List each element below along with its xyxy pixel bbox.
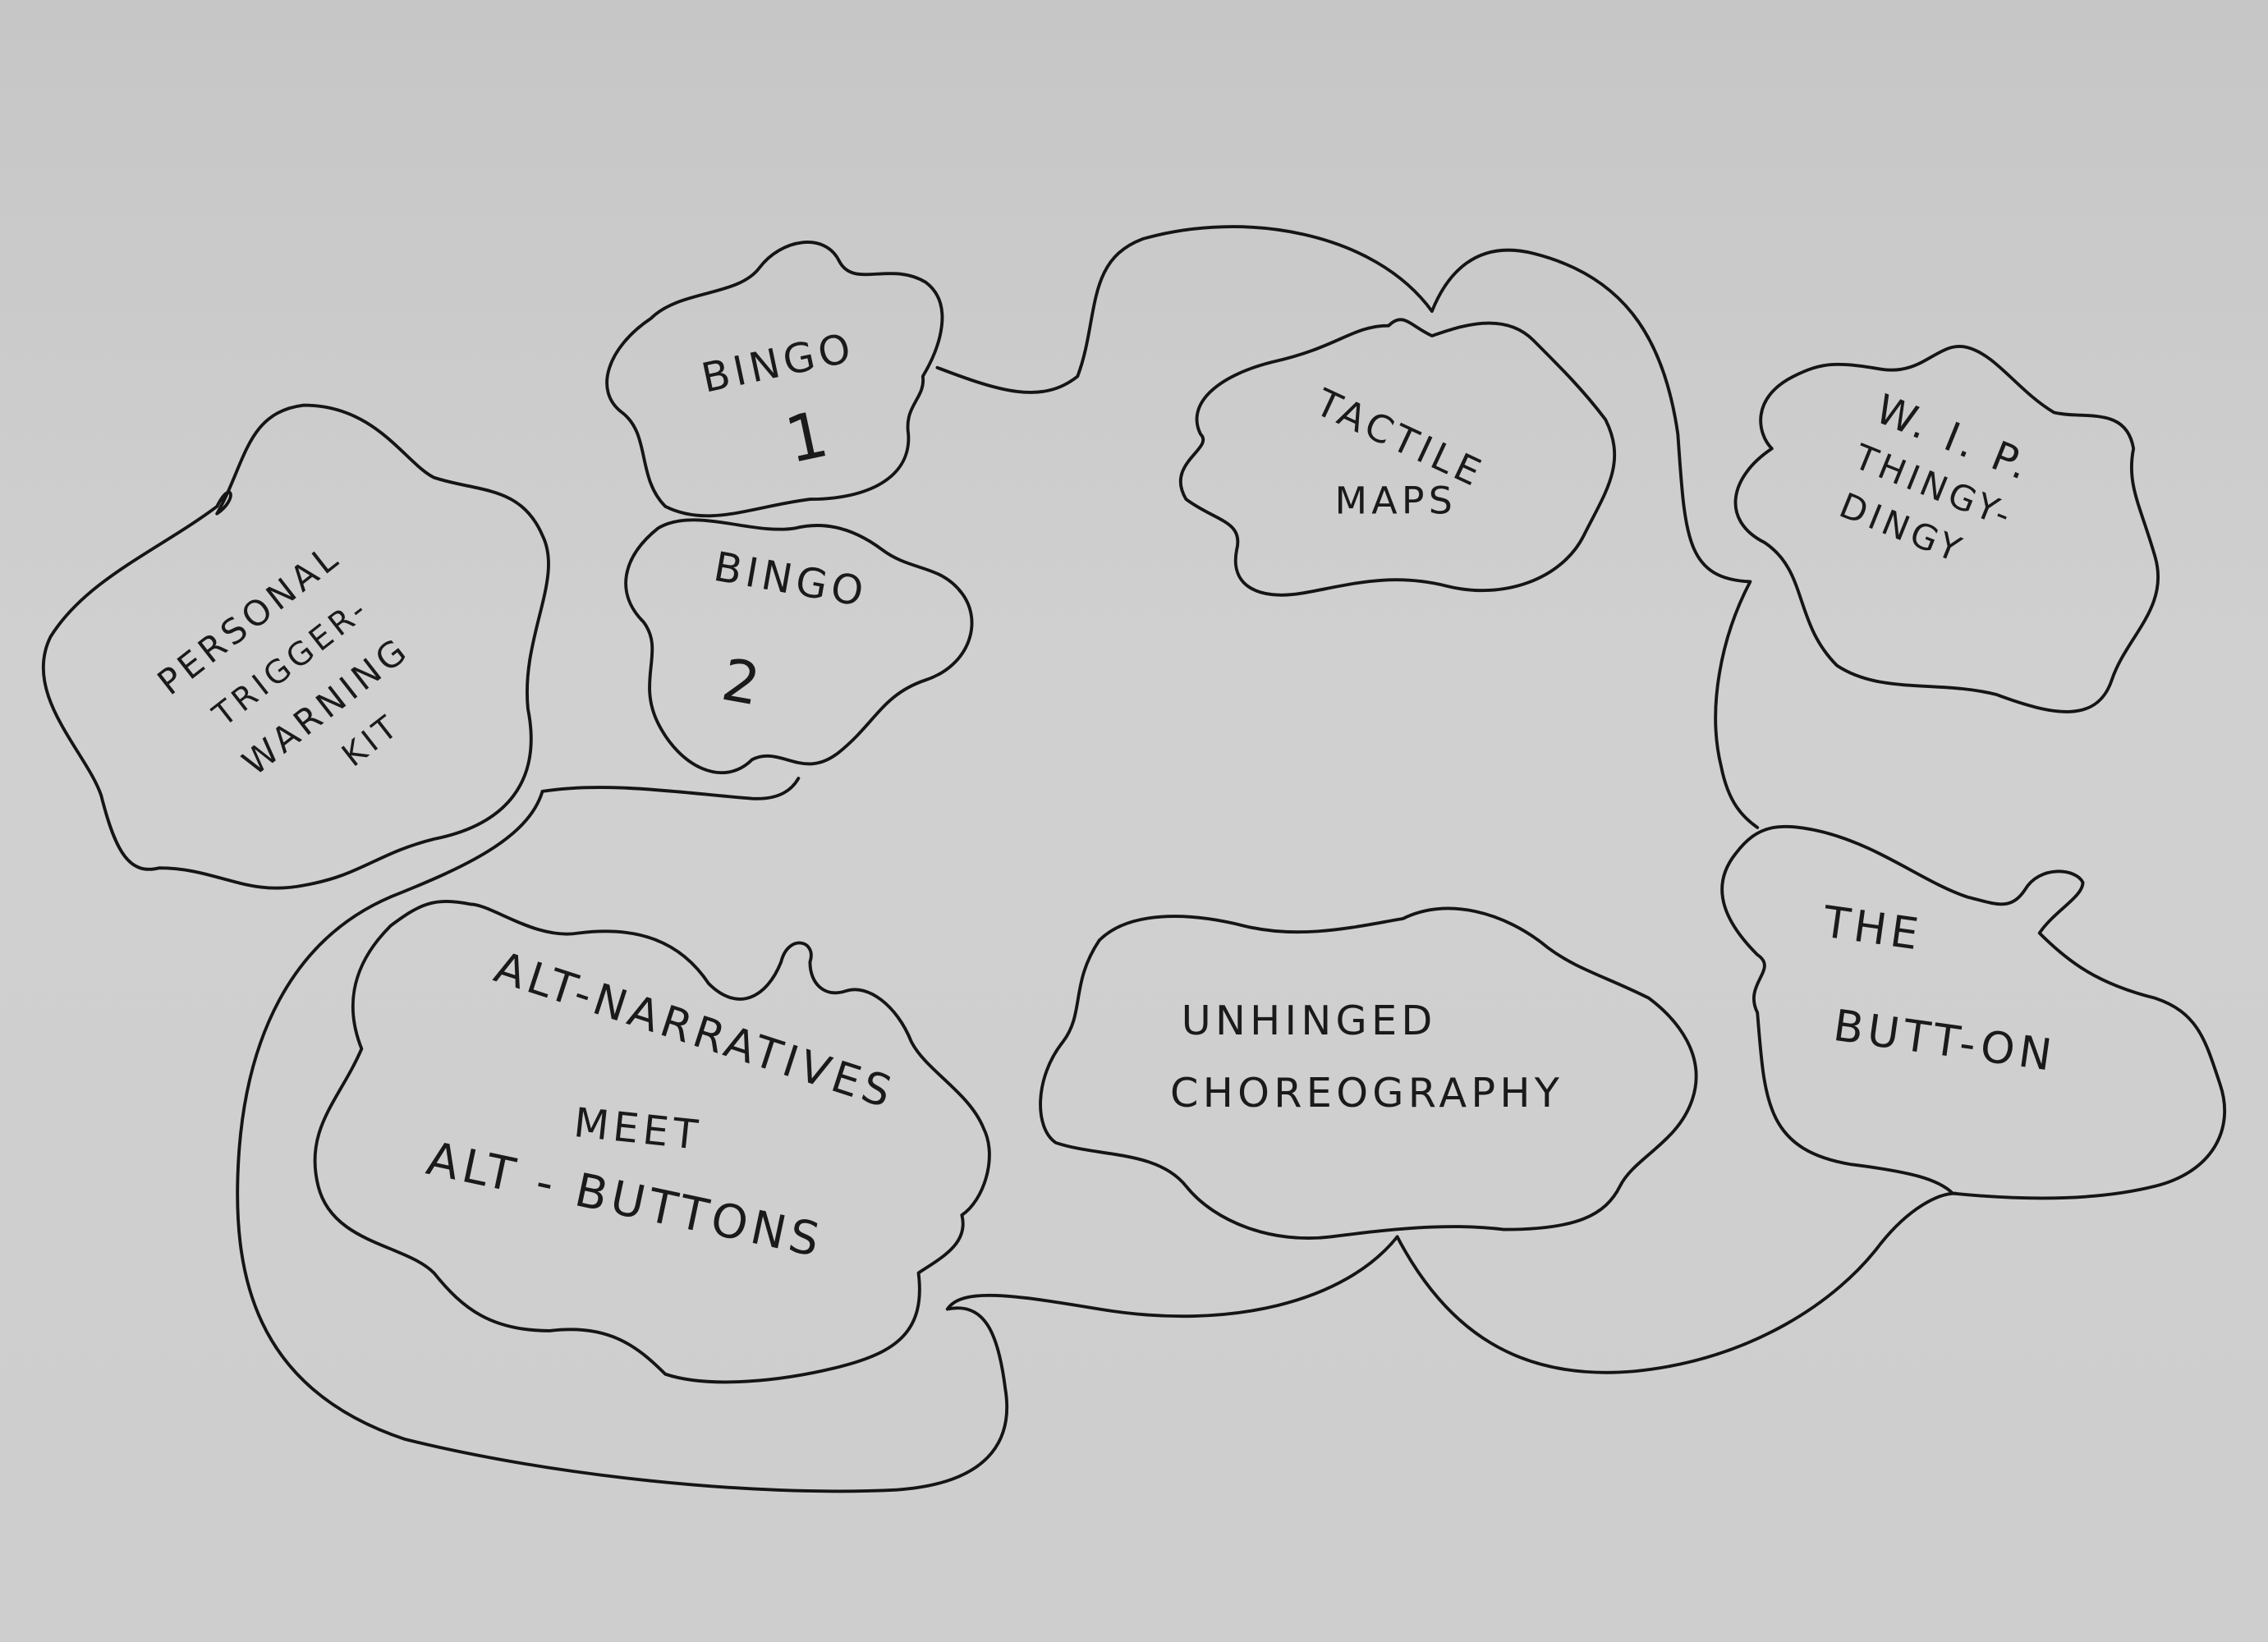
label-line: CHOREOGRAPHY xyxy=(1170,1069,1563,1117)
label-alt-2: MEET xyxy=(572,1098,704,1159)
blob-alt xyxy=(313,900,991,1384)
label-line: BUTT-ON xyxy=(1830,1001,2059,1081)
label-personal: PERSONAL TRIGGER- WARNING KIT xyxy=(150,536,417,784)
blob-bingo2 xyxy=(624,518,974,775)
label-bingo2: BINGO 2 xyxy=(710,543,871,719)
label-line: UNHINGED xyxy=(1182,997,1437,1044)
label-bingo1: BINGO 1 xyxy=(697,323,859,479)
blob-tactile xyxy=(1178,318,1617,597)
label-line: 2 xyxy=(717,646,769,719)
label-line: ALT - BUTTONS xyxy=(422,1132,828,1268)
label-line: THE xyxy=(1819,897,1926,960)
label-alt: ALT-NARRATIVES xyxy=(489,943,902,1119)
label-line: BINGO xyxy=(697,323,859,402)
label-wip: W. I. P. THINGY- DINGY xyxy=(1834,385,2039,571)
blob-bingo1 xyxy=(605,241,944,518)
label-alt-3: ALT - BUTTONS xyxy=(422,1132,828,1268)
blob-button xyxy=(1720,824,2227,1200)
label-line: 1 xyxy=(779,397,838,478)
label-choreo: UNHINGED CHOREOGRAPHY xyxy=(1170,997,1563,1117)
label-line: BINGO xyxy=(710,543,871,617)
blob-personal xyxy=(41,403,550,890)
label-button: THE BUTT-ON xyxy=(1819,897,2059,1081)
connector-bingo-tactile-button xyxy=(935,225,1760,829)
connector-bottom-loop xyxy=(1395,1191,1958,1374)
label-line: KIT xyxy=(335,707,407,774)
blob-choreo xyxy=(1039,906,1698,1241)
enclosure-alt xyxy=(236,777,1399,1493)
label-tactile-2: MAPS xyxy=(1335,479,1458,523)
label-line: ALT-NARRATIVES xyxy=(489,943,902,1119)
label-line: MEET xyxy=(572,1098,704,1159)
label-line: MAPS xyxy=(1335,479,1458,523)
blob-wip xyxy=(1733,345,2160,713)
